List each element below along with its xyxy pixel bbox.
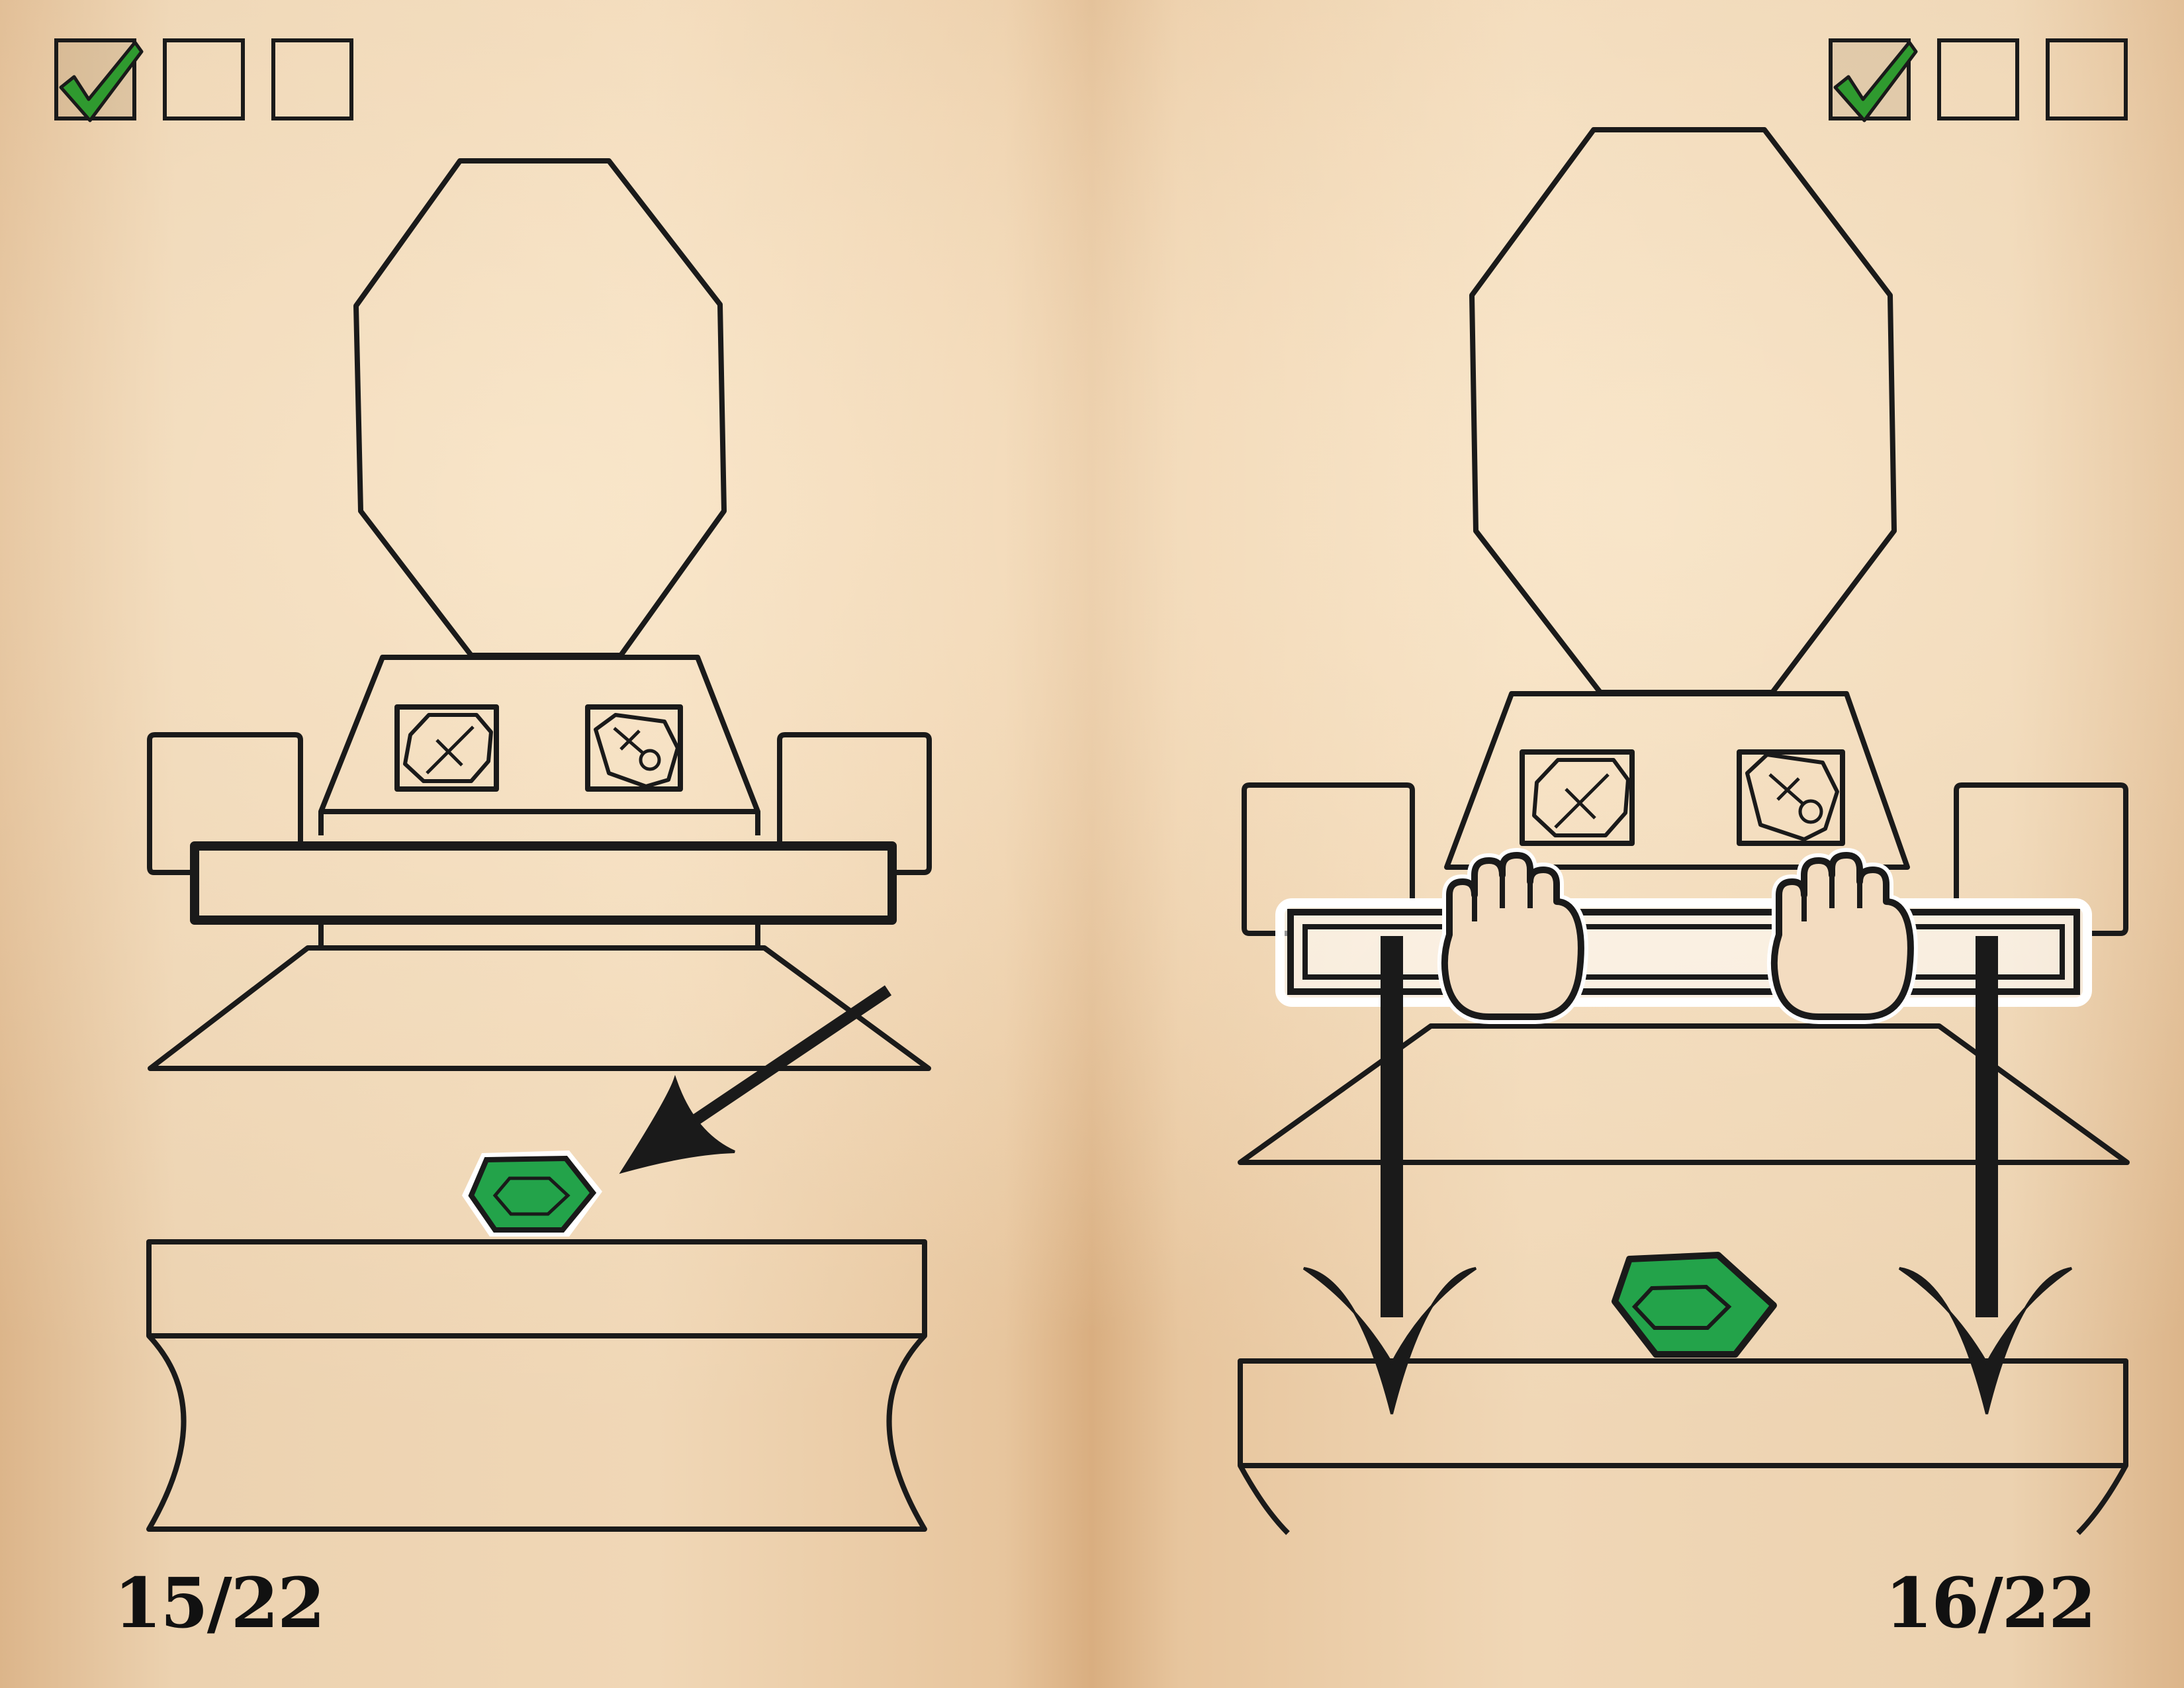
- octagon-head: [353, 158, 727, 658]
- platform-top: [1238, 1358, 2128, 1468]
- page-right: 16/22: [1092, 0, 2184, 1688]
- sword-symbol-icon: [426, 726, 475, 774]
- progress-checkboxes: [1829, 38, 2128, 122]
- panel-sword: [1520, 749, 1635, 846]
- page-number: 15/22: [114, 1562, 325, 1644]
- sword-symbol-icon: [1554, 773, 1610, 829]
- crossbar: [190, 841, 897, 925]
- trapezoid-body: [318, 655, 760, 814]
- side-block-right: [777, 732, 932, 875]
- triangle-base: [1238, 1023, 2130, 1165]
- checkbox-2[interactable]: [1937, 38, 2019, 120]
- side-block-right: [1954, 782, 2128, 936]
- hand-icon: [1437, 848, 1588, 1024]
- platform-pedestal: [1238, 1464, 2128, 1535]
- side-block-left: [147, 732, 303, 875]
- page-left: 15/22: [54, 38, 932, 1644]
- panel-sword: [394, 704, 499, 792]
- platform-pedestal: [146, 1334, 927, 1532]
- trapezoid-body: [1444, 691, 1910, 870]
- page-number: 16/22: [1885, 1562, 2096, 1644]
- side-block-left: [1242, 782, 1415, 936]
- gem-icon: [462, 1150, 602, 1237]
- arrow-down-left-icon: [619, 985, 892, 1174]
- ankh-key-symbol-icon: [613, 727, 661, 771]
- checkbox-1[interactable]: [54, 38, 144, 122]
- panel-ankh: [585, 704, 683, 792]
- checkbox-1[interactable]: [1829, 38, 1918, 122]
- ankh-key-symbol-icon: [1768, 773, 1823, 824]
- arrow-down-icon: [1302, 936, 1477, 1415]
- triangle-base: [148, 945, 931, 1071]
- arrow-down-icon: [1898, 936, 2073, 1415]
- checkbox-3[interactable]: [2046, 38, 2128, 120]
- assembly-step-15-illustration: [146, 158, 932, 1532]
- assembly-step-16-illustration: [1238, 127, 2130, 1535]
- octagon-head: [1469, 127, 1897, 695]
- checkmark-icon: [59, 40, 144, 122]
- platform-top: [146, 1239, 927, 1338]
- hand-icon: [1766, 848, 1918, 1024]
- checkbox-2[interactable]: [163, 38, 245, 120]
- gem-icon: [1612, 1252, 1777, 1358]
- progress-checkboxes: [54, 38, 353, 122]
- checkbox-3[interactable]: [271, 38, 353, 120]
- checkmark-icon: [1833, 40, 1918, 122]
- panel-ankh: [1737, 749, 1845, 846]
